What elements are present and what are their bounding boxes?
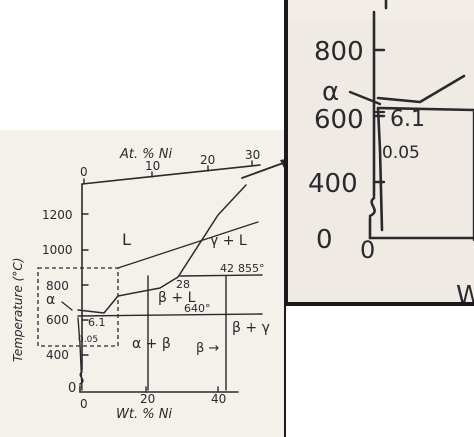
left-tick-1000: 1000 — [42, 243, 73, 257]
inset-6-1: 6.1 — [390, 107, 425, 132]
main-phase-diagram: At. % Ni 0 10 20 30 1200 1000 800 600 40… — [11, 147, 292, 422]
label-beta-liquid: β + L — [158, 290, 196, 306]
peritectic-line — [179, 274, 263, 277]
top-tick-30: 30 — [245, 148, 260, 162]
left-tick-400: 400 — [46, 348, 69, 362]
top-axis-label: At. % Ni — [119, 147, 172, 162]
annotation-6-1: 6.1 — [88, 316, 106, 329]
inset-bottom-border — [286, 302, 474, 306]
left-tick-600: 600 — [46, 313, 69, 327]
zoom-arrow-shaft — [241, 161, 287, 179]
inset-eutectic — [376, 106, 474, 112]
annotation-42: 42 — [220, 262, 234, 275]
top-tick-20: 20 — [200, 153, 215, 167]
inset-alpha-pointer — [348, 90, 382, 106]
left-tick-1200: 1200 — [42, 208, 73, 222]
annotation-855: 855° — [238, 262, 265, 275]
bottom-axis-ticks — [145, 386, 219, 393]
top-axis-line — [81, 164, 261, 185]
inset-tick-400: 400 — [308, 169, 358, 199]
left-axis-ticks — [81, 213, 89, 356]
zoom-dashed-box — [37, 267, 119, 347]
top-tick-10: 10 — [145, 159, 160, 173]
top-axis-ticks — [83, 160, 253, 185]
left-tick-800: 800 — [46, 279, 69, 293]
label-alpha-beta: α + β — [132, 336, 171, 352]
label-gamma-liquid: γ + L — [210, 233, 247, 249]
bottom-axis-label: Wt. % Ni — [116, 407, 172, 422]
inset-corner-shadow — [286, 0, 474, 20]
left-tick-0: 0 — [68, 381, 76, 396]
inset-liquidus — [376, 74, 466, 104]
leader-line — [117, 221, 259, 269]
liquidus-line — [77, 184, 247, 314]
alpha-solvus-line — [77, 317, 83, 391]
top-tick-0: 0 — [80, 165, 88, 179]
inset-tick-0-x: 0 — [360, 236, 375, 264]
upper-blank-area — [0, 0, 290, 130]
inset-solvus — [376, 106, 384, 232]
inset-tick-600: 600 — [314, 105, 364, 135]
label-liquid: L — [122, 230, 131, 249]
phase-boundary-lines — [147, 275, 227, 391]
inset-tick-0: 0 — [316, 225, 333, 255]
inset-left-border — [284, 0, 288, 437]
label-alpha: α — [46, 292, 55, 308]
bottom-tick-40: 40 — [211, 392, 226, 406]
alpha-pointer — [61, 301, 73, 311]
left-axis-label: Temperature (°C) — [11, 258, 25, 362]
inset-tick-800: 800 — [314, 37, 364, 67]
label-beta-arrow: β → — [196, 341, 219, 356]
eutectic-line — [77, 313, 263, 317]
inset-0-05: 0.05 — [382, 143, 420, 163]
annotation-640: 640° — [184, 302, 211, 315]
bottom-tick-0: 0 — [80, 397, 88, 411]
page-bottom-edge — [286, 306, 474, 437]
annotation-28: 28 — [176, 278, 190, 291]
zoom-inset: 800 600 400 0 0 α 6.1 0.05 W — [286, 0, 474, 311]
bottom-tick-20: 20 — [140, 392, 155, 406]
annotation-0-05: 0.05 — [78, 335, 98, 345]
inset-alpha: α — [322, 77, 339, 107]
label-beta-gamma: β + γ — [232, 320, 270, 336]
inset-y-axis — [368, 10, 376, 240]
